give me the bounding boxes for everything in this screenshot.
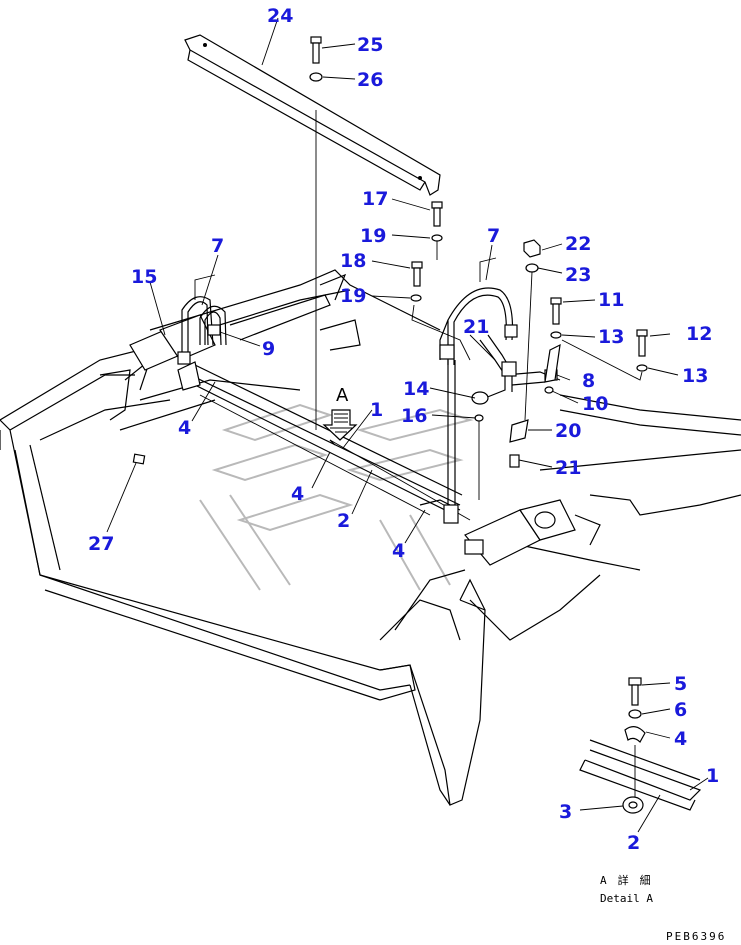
bolts <box>309 36 648 500</box>
view-arrow-a: A <box>322 385 358 441</box>
top-plate <box>184 34 441 430</box>
detail-a: A 詳 細 Detail A <box>579 677 702 905</box>
callout-20: 20 <box>555 420 581 442</box>
cylinder-left <box>129 314 216 391</box>
callout-4c: 4 <box>392 540 405 562</box>
cylinder-right <box>464 499 601 566</box>
callout-2a: 2 <box>337 510 350 532</box>
callout-16: 16 <box>401 405 427 427</box>
callout-15: 15 <box>131 266 157 288</box>
callout-25: 25 <box>357 34 383 56</box>
callout-12: 12 <box>686 323 712 345</box>
u-bolt-right <box>439 257 518 365</box>
view-marker-label: A <box>336 385 349 406</box>
watermark-logo <box>199 403 474 591</box>
callout-7a: 7 <box>211 235 224 257</box>
u-bolt-left <box>177 274 227 365</box>
callout-14: 14 <box>403 378 429 400</box>
callout-23: 23 <box>565 264 591 286</box>
callout-13b: 13 <box>682 365 708 387</box>
hose-right <box>471 334 561 405</box>
callout-9: 9 <box>262 338 275 360</box>
callout-labels: 24 25 26 17 19 18 19 7 7 15 9 22 23 11 2… <box>88 5 719 854</box>
callout-27: 27 <box>88 533 114 555</box>
callout-24: 24 <box>267 5 293 27</box>
callout-19b: 19 <box>340 285 366 307</box>
callout-10: 10 <box>582 393 608 415</box>
callout-21b: 21 <box>555 457 581 479</box>
callout-4d: 4 <box>674 728 687 750</box>
callout-22: 22 <box>565 233 591 255</box>
callout-17: 17 <box>362 188 388 210</box>
leader-lines <box>106 17 709 833</box>
callout-13a: 13 <box>598 326 624 348</box>
callout-6: 6 <box>674 699 687 721</box>
clamps <box>443 360 529 524</box>
callout-4a: 4 <box>178 417 191 439</box>
callout-21a: 21 <box>463 316 489 338</box>
callout-7b: 7 <box>487 225 500 247</box>
callout-1b: 1 <box>706 765 719 787</box>
callout-2b: 2 <box>627 832 640 854</box>
callout-26: 26 <box>357 69 383 91</box>
callout-11: 11 <box>598 289 624 311</box>
callout-19a: 19 <box>360 225 386 247</box>
callout-3: 3 <box>559 801 572 823</box>
callout-8: 8 <box>582 370 595 392</box>
callout-1a: 1 <box>370 399 383 421</box>
callout-4b: 4 <box>291 483 304 505</box>
callout-5: 5 <box>674 673 687 695</box>
detail-caption-jp: A 詳 細 <box>600 873 651 887</box>
detail-caption-en: Detail A <box>600 892 653 905</box>
callout-18: 18 <box>340 250 366 272</box>
drawing-code: PEB6396 <box>666 930 726 943</box>
